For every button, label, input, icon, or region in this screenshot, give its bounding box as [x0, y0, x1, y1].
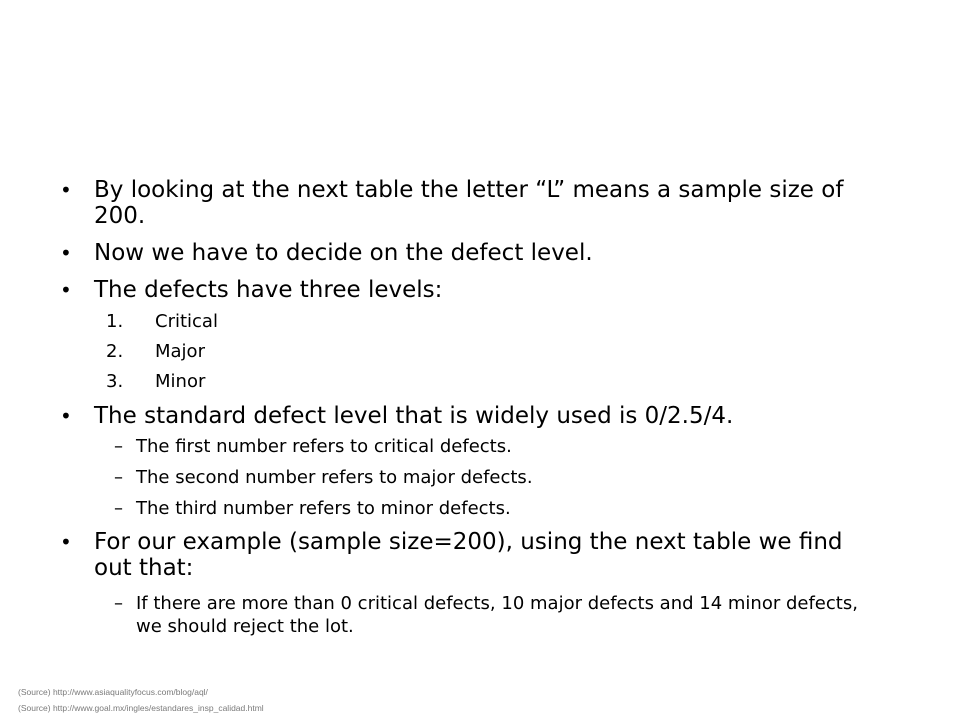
bullet-text: Now we have to decide on the defect leve…: [94, 240, 593, 266]
bullet-text: The standard defect level that is widely…: [94, 403, 734, 429]
sub-item-text: The second number refers to major defect…: [136, 467, 533, 488]
source-notes: (Source) http://www.asiaqualityfocus.com…: [18, 684, 264, 716]
dash-icon: –: [114, 593, 123, 614]
list-number: 3.: [106, 371, 124, 392]
bullet-text: By looking at the next table the letter …: [94, 177, 844, 229]
sub-item-text: The first number refers to critical defe…: [136, 436, 512, 457]
bullet-dot-icon: •: [60, 278, 72, 302]
dash-icon: –: [114, 498, 123, 519]
source-line: (Source) http://www.asiaqualityfocus.com…: [18, 687, 208, 697]
slide-content: • By looking at the next table the lette…: [60, 177, 858, 637]
sub-item-text: The third number refers to minor defects…: [136, 498, 511, 519]
list-label: Critical: [155, 311, 218, 332]
dash-icon: –: [114, 436, 123, 457]
dash-icon: –: [114, 467, 123, 488]
bullet-text: The defects have three levels:: [94, 277, 443, 303]
source-line: (Source) http://www.goal.mx/ingles/estan…: [18, 703, 264, 713]
list-number: 2.: [106, 341, 124, 362]
bullet-text: For our example (sample size=200), using…: [94, 529, 843, 581]
bullet-dot-icon: •: [60, 178, 72, 202]
list-number: 1.: [106, 311, 124, 332]
sub-item-text: If there are more than 0 critical defect…: [136, 593, 858, 637]
bullet-dot-icon: •: [60, 404, 72, 428]
bullet-dot-icon: •: [60, 241, 72, 265]
bullet-dot-icon: •: [60, 530, 72, 554]
list-label: Major: [155, 341, 205, 362]
list-label: Minor: [155, 371, 206, 392]
